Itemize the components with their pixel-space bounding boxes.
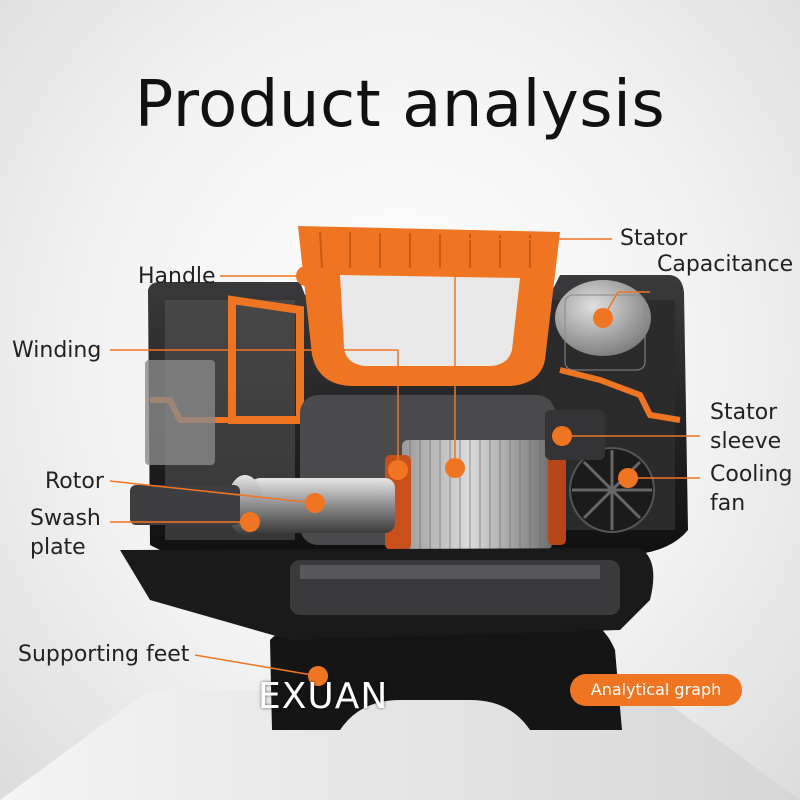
callout-dot-stator [445,458,465,478]
winding-shape-right [548,450,566,545]
piston-shape [130,485,240,525]
page-title: Product analysis [134,68,666,142]
label-stator-sleeve-line-1: Stator [710,400,778,425]
callout-dot-winding [388,460,408,480]
label-capacitance: Capacitance [657,252,794,277]
orange-frame-right [559,367,681,423]
handle-ribs [319,231,531,269]
capacitor-housing [564,294,646,371]
brand-watermark: EXUAN [258,676,389,717]
label-cooling-fan-line-2: fan [710,491,746,516]
callout-dot-capacitance [593,308,613,328]
handle-opening [340,275,520,366]
callout-dot-feet [308,666,328,686]
label-swash-line-2: plate [30,535,86,560]
callout-dot-cooling-fan [618,468,638,488]
leader-lines [109,238,700,677]
callout-dot-stator-sleeve [552,426,572,446]
cylinder-highlight [300,565,600,579]
label-winding: Winding [12,338,102,363]
callout-dot-rotor [305,493,325,513]
analytical-graph-badge: Analytical graph [570,674,742,706]
display-plinth [0,690,800,800]
supporting-feet-shape [270,611,622,730]
label-supporting-feet: Supporting feet [18,642,190,667]
label-rotor: Rotor [45,469,104,494]
label-stator: Stator [620,226,688,251]
label-swash-line-1: Swash [30,506,101,531]
callout-dot-swash [240,512,260,532]
stator-sleeve-shape [545,410,605,460]
label-handle: Handle [138,264,216,289]
label-cooling-fan-line-1: Cooling [710,462,793,487]
callout-dots [240,266,638,686]
crank-detail [145,360,215,465]
label-stator-sleeve-line-2: sleeve [710,429,782,454]
fan-blades [572,450,652,530]
callout-dot-handle [296,266,316,286]
